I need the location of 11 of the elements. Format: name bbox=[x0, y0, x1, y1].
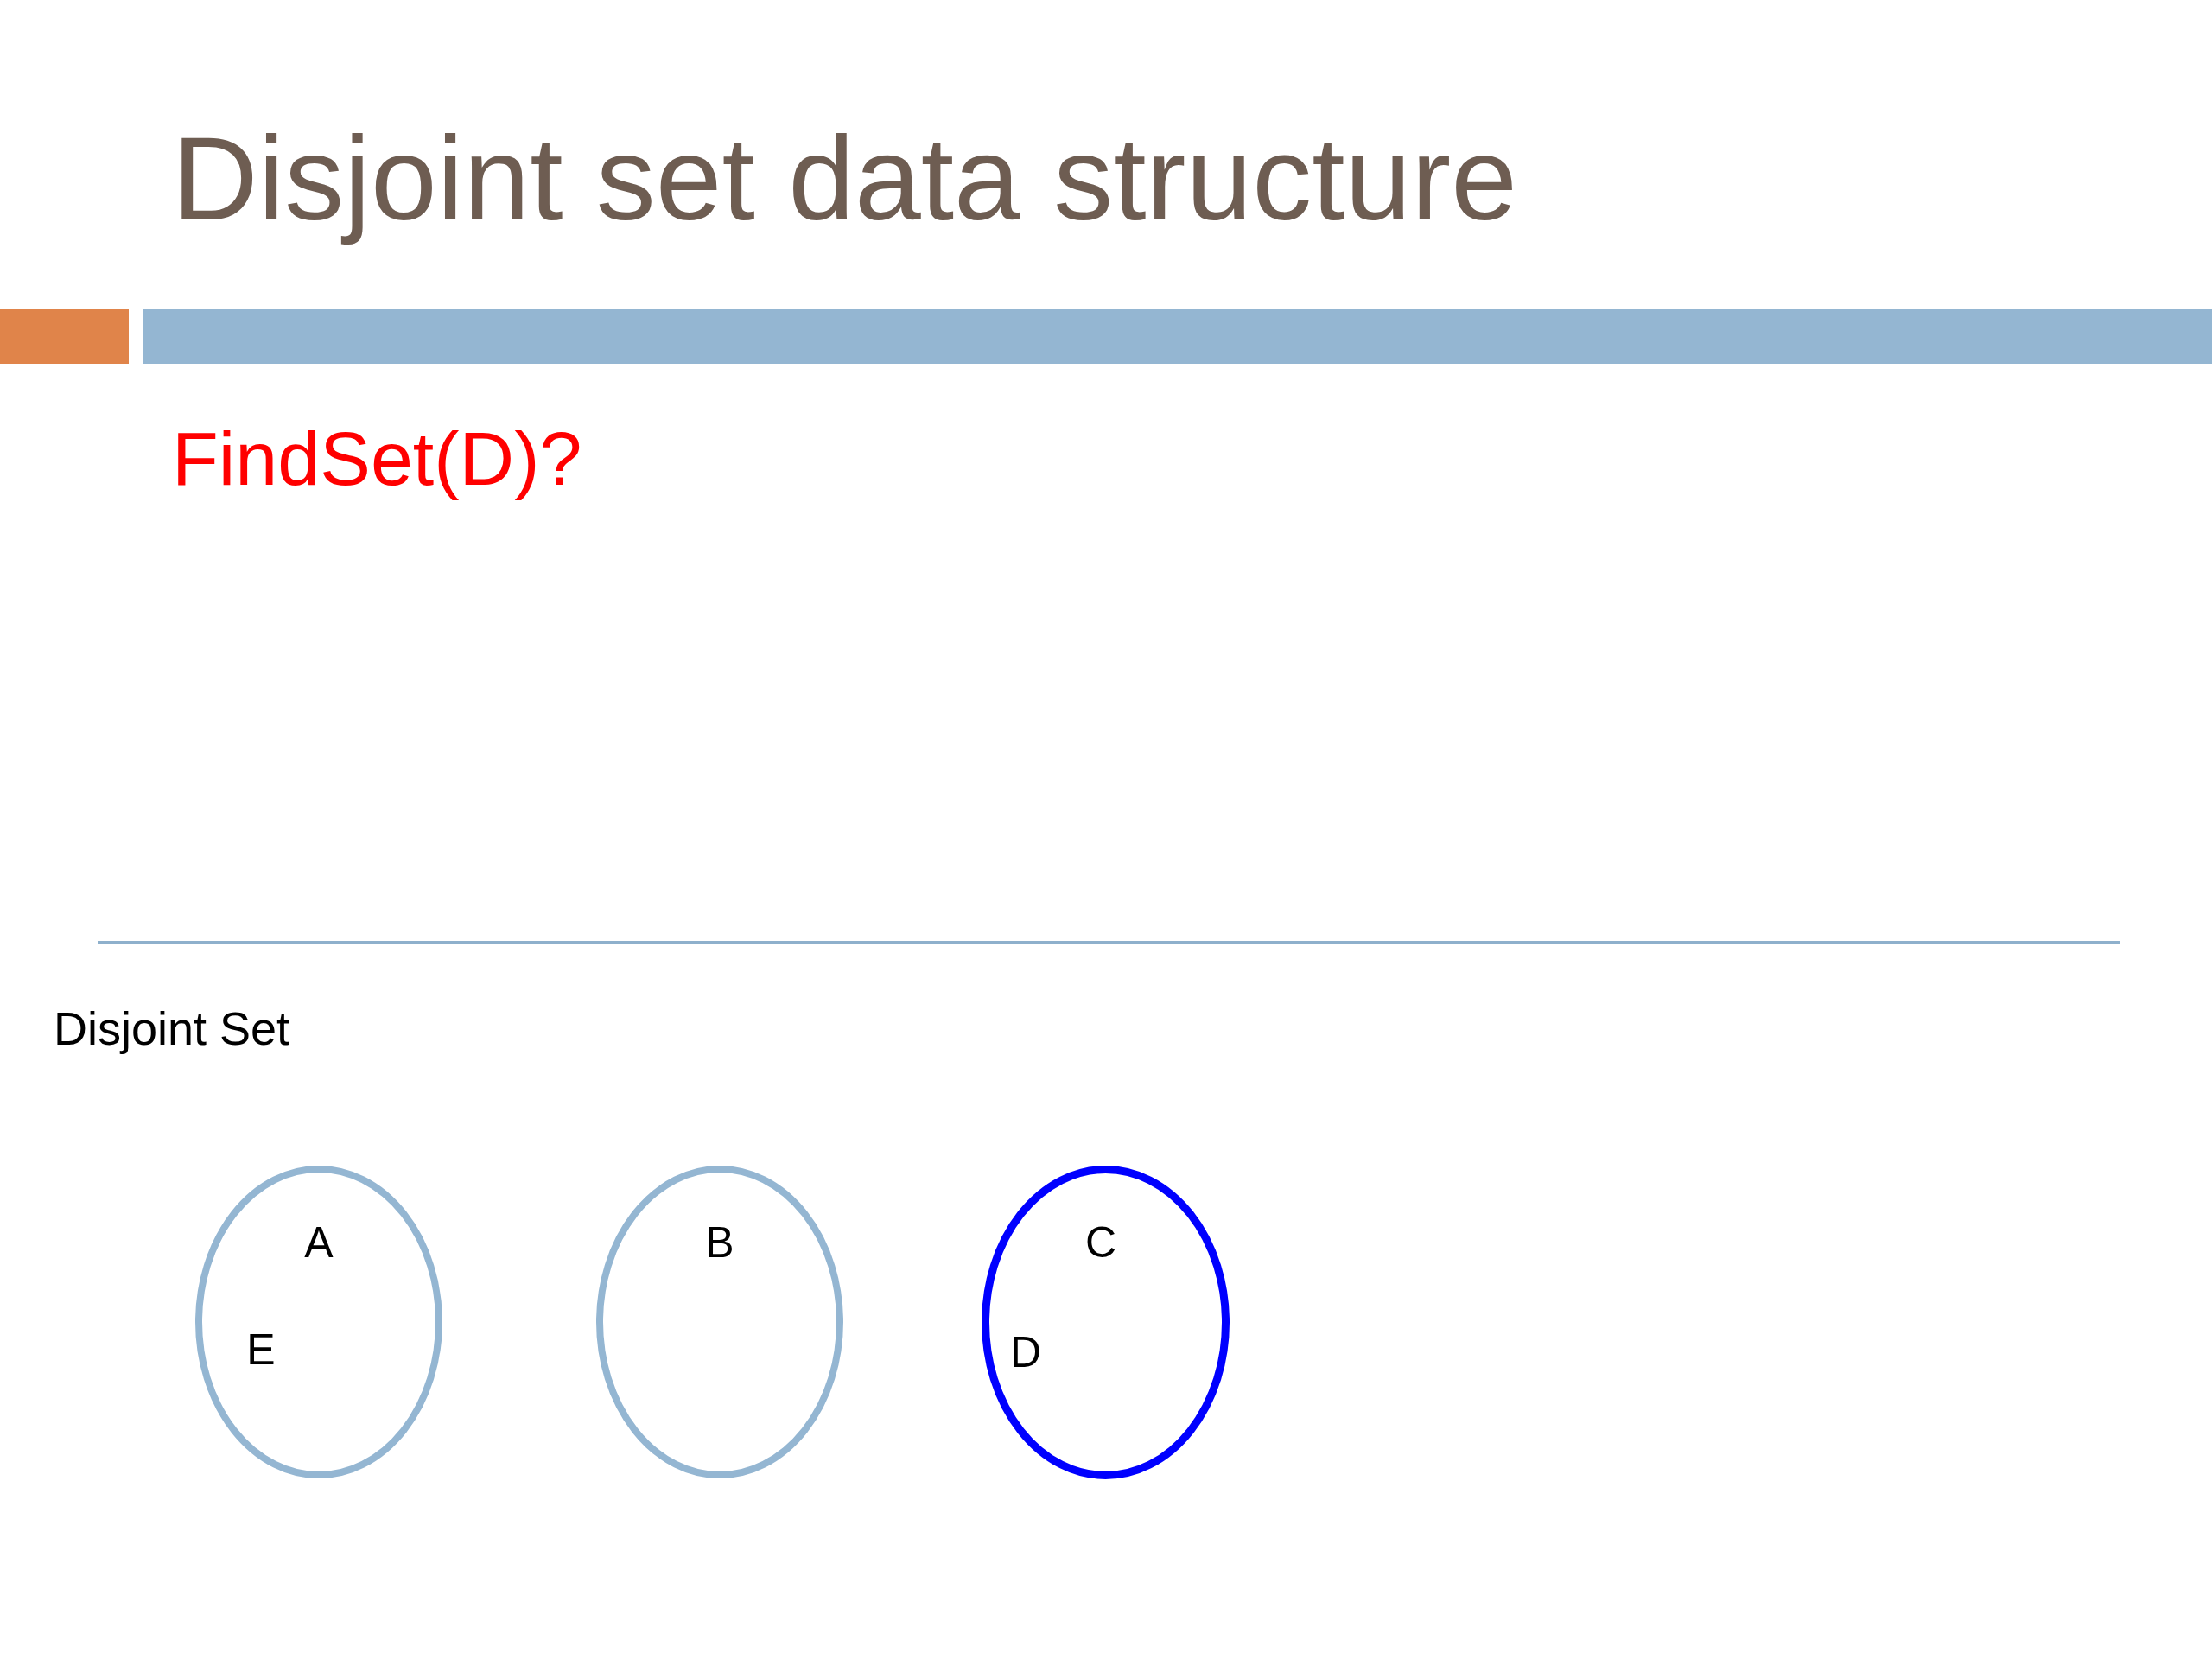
element-letter: C bbox=[1084, 1217, 1117, 1268]
set-ellipse bbox=[596, 1166, 843, 1478]
section-label: Disjoint Set bbox=[54, 1001, 290, 1056]
element-letter: B bbox=[705, 1217, 734, 1268]
set-ellipse bbox=[981, 1165, 1230, 1479]
element-letter: D bbox=[1009, 1327, 1042, 1378]
query-text: FindSet(D)? bbox=[172, 415, 582, 503]
slide-title: Disjoint set data structure bbox=[172, 111, 1517, 246]
element-letter: A bbox=[304, 1217, 334, 1268]
set-ellipse bbox=[195, 1166, 442, 1478]
element-letter: E bbox=[246, 1325, 276, 1376]
